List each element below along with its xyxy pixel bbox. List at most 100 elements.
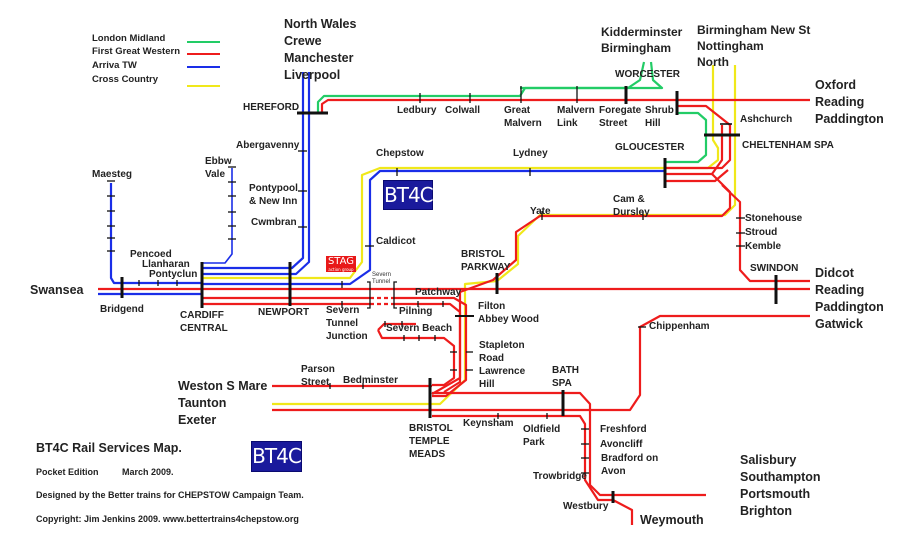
fgw-exeter-bath <box>272 314 810 412</box>
hub-bristol-temple-meads: BRISTOL TEMPLE MEADS <box>409 423 453 460</box>
legend-fgw-swatch <box>187 53 220 55</box>
lm-kidderminster-line <box>520 61 664 90</box>
stag-logo: STAG action group <box>326 256 356 272</box>
station-parson-street: Parson Street <box>301 364 335 388</box>
legend-fgw: First Great Western <box>92 46 180 57</box>
hub-cheltenham: CHELTENHAM SPA <box>742 140 834 151</box>
station-chippenham: Chippenham <box>649 321 710 332</box>
lm-main-line <box>316 61 646 112</box>
station-bridgend: Bridgend <box>100 304 144 315</box>
tunnel-brackets <box>367 281 397 309</box>
station-caldicot: Caldicot <box>376 236 416 247</box>
station-lawrence-hill: Lawrence Hill <box>479 366 526 390</box>
arriva-ebbw-line <box>202 168 233 264</box>
station-kemble: Kemble <box>745 241 782 252</box>
arriva-chepstow-line <box>202 169 665 286</box>
hub-newport: NEWPORT <box>258 307 310 318</box>
hub-bath-spa: BATH SPA <box>552 365 580 389</box>
copyright: Copyright: Jim Jenkins 2009. www.bettert… <box>36 514 299 524</box>
station-avoncliff: Avoncliff <box>600 439 643 450</box>
legend-london-midland-swatch <box>187 41 220 43</box>
station-stroud: Stroud <box>745 227 778 238</box>
station-abergavenny: Abergavenny <box>236 140 300 151</box>
legend-arriva: Arriva TW <box>92 60 137 71</box>
station-maesteg: Maesteg <box>92 169 133 180</box>
label-severn-tunnel: Severn Tunnel <box>372 272 392 285</box>
hub-cardiff: CARDIFF CENTRAL <box>180 310 228 334</box>
lm-worcester-gloucester <box>665 111 708 164</box>
station-keynsham: Keynsham <box>463 418 514 429</box>
dest-north-wales: North Wales Crewe Manchester Liverpool <box>284 17 357 82</box>
station-severn-beach: Severn Beach <box>386 323 453 334</box>
station-shrub-hill: Shrub Hill <box>645 105 674 129</box>
fgw-lines <box>98 98 810 525</box>
station-stonehouse: Stonehouse <box>745 213 803 224</box>
station-westbury: Westbury <box>563 501 609 512</box>
station-chepstow: Chepstow <box>376 148 424 159</box>
station-pontyclun: Pontyclun <box>149 269 198 280</box>
station-pontypool: Pontypool & New Inn <box>249 183 298 207</box>
station-foregate-street: Foregate Street <box>599 105 642 129</box>
station-ledbury: Ledbury <box>397 105 437 116</box>
stag-subtitle: action group <box>328 267 354 272</box>
station-trowbridge: Trowbridge <box>533 471 587 482</box>
station-patchway: Patchway <box>415 287 462 298</box>
edition-label: Pocket Edition <box>36 467 99 477</box>
hub-hereford: HEREFORD <box>243 102 300 113</box>
station-stapleton-road: Stapleton Road <box>479 340 525 364</box>
fgw-glos-swindon <box>721 184 810 283</box>
arriva-north-wales-line-2 <box>202 72 311 276</box>
dest-kidderminster: Kidderminster Birmingham <box>601 25 683 55</box>
dest-salisbury: Salisbury Southampton Portsmouth Brighto… <box>740 453 821 518</box>
station-markers <box>120 86 778 503</box>
station-yate: Yate <box>530 206 551 217</box>
dest-oxford: Oxford Reading Paddington <box>815 78 884 126</box>
dest-birmingham-north: Birmingham New St Nottingham North <box>697 23 811 69</box>
hub-swindon: SWINDON <box>750 263 799 274</box>
station-bedminster: Bedminster <box>343 375 399 386</box>
hub-bristol-parkway: BRISTOL PARKWAY <box>461 249 511 273</box>
legend-cross-country: Cross Country <box>92 74 158 85</box>
station-freshford: Freshford <box>600 424 647 435</box>
small-ticks <box>107 86 745 474</box>
station-ebbw-vale: Ebbw Vale <box>205 156 232 180</box>
fgw-glos-cheltenham-1 <box>665 125 724 176</box>
designed-by: Designed by the Better trains for CHEPST… <box>36 490 304 500</box>
legend-arriva-swatch <box>187 66 220 68</box>
legend-cross-country-swatch <box>187 85 220 87</box>
dest-weston: Weston S Mare Taunton Exeter <box>178 379 268 427</box>
xc-birmingham-line-1 <box>202 65 720 280</box>
fgw-bath-westbury <box>432 414 634 525</box>
fgw-bristol-bath <box>432 391 706 497</box>
station-oldfield-park: Oldfield Park <box>523 424 561 448</box>
station-lydney: Lydney <box>513 148 548 159</box>
dest-weymouth: Weymouth <box>640 513 704 527</box>
arriva-lines <box>98 72 665 296</box>
london-midland-lines <box>316 61 708 164</box>
station-ashchurch: Ashchurch <box>740 114 793 125</box>
fgw-cardiff-bristol-1 <box>202 296 468 398</box>
bt4c-logo-map: BT4C <box>383 180 434 210</box>
station-llanharan: Llanharan <box>142 259 190 270</box>
fgw-hereford-oxford <box>320 98 810 112</box>
station-filton-abbey-wood: Filton Abbey Wood <box>478 301 539 325</box>
bt4c-logo-footer: BT4C <box>251 441 302 472</box>
stag-title: STAG <box>327 256 355 267</box>
station-cam-dursley: Cam & Dursley <box>613 194 650 218</box>
station-pencoed: Pencoed <box>130 249 172 260</box>
station-severn-tunnel-junction: Severn Tunnel Junction <box>326 305 368 342</box>
station-malvern-link: Malvern Link <box>557 105 595 129</box>
fgw-glos-cheltenham-2 <box>665 169 729 183</box>
station-bradford-on-avon: Bradford on Avon <box>601 453 659 477</box>
dest-didcot: Didcot Reading Paddington Gatwick <box>815 266 884 331</box>
edition-date: March 2009. <box>122 467 174 477</box>
station-pilning: Pilning <box>399 306 433 317</box>
legend-london-midland: London Midland <box>92 33 166 44</box>
fgw-severn-beach <box>377 322 456 387</box>
severn-tunnel <box>370 296 394 306</box>
map-title: BT4C Rail Services Map. <box>36 441 182 455</box>
arriva-north-wales-line-1 <box>202 72 305 270</box>
station-cwmbran: Cwmbran <box>251 217 297 228</box>
station-colwall: Colwall <box>445 105 481 116</box>
